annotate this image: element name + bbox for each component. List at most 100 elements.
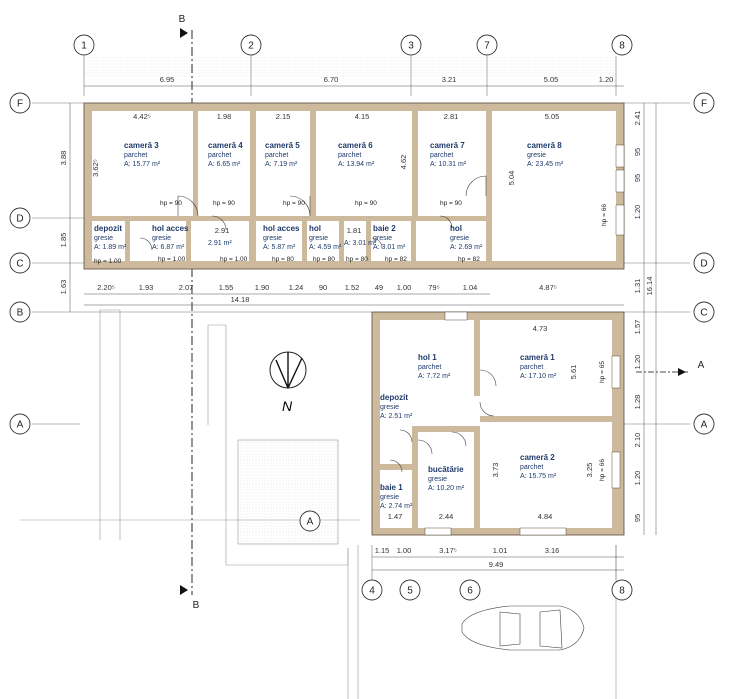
room-hp: hp = 66	[601, 204, 608, 226]
axis-bottom-8-circle	[611, 579, 633, 601]
dim-inner: 2.44	[439, 512, 454, 521]
room-finish: gresie	[309, 235, 328, 242]
yard-dotted-area	[237, 439, 339, 545]
room-area: A: 3.01 m²	[373, 244, 406, 251]
lower-building	[371, 311, 625, 536]
dim-right: 95	[633, 148, 642, 156]
room-finish: parchet	[338, 152, 361, 159]
dim-bottom: 1.01	[493, 546, 508, 555]
axis-right-F: F	[701, 99, 707, 110]
room-hp: hp = 1.00	[220, 256, 248, 263]
dim-middle: 1.93	[139, 283, 154, 292]
room-name: cameră 2	[520, 453, 555, 462]
room-finish: parchet	[418, 364, 441, 371]
section-arrow-bottom	[180, 585, 188, 595]
room-finish: gresie	[152, 235, 171, 242]
dim-bottom: 3.17⁵	[439, 546, 457, 555]
dim-bottom: 1.15	[375, 546, 390, 555]
room-name: hol	[450, 224, 462, 233]
dim-right: 2.10	[633, 433, 642, 448]
dim-top: 6.70	[324, 75, 339, 84]
room-finish: gresie	[380, 494, 399, 501]
upper-building	[83, 102, 625, 270]
room-area: A: 13.94 m²	[338, 161, 375, 168]
axis-lines	[32, 56, 690, 580]
axis-bottom-5-circle	[399, 579, 421, 601]
axis-left-C-circle	[9, 252, 31, 274]
room-area: A: 3.01 m²	[344, 240, 377, 247]
axis-right-C-circle	[693, 301, 715, 323]
axis-bottom-8: 8	[619, 586, 625, 597]
top-hatch-strip	[84, 56, 616, 78]
room-hp: hp = 90	[440, 200, 462, 207]
site-outline	[99, 309, 121, 540]
room-area: A: 1.89 m²	[94, 244, 127, 251]
axis-inner-a: A	[307, 517, 314, 528]
room-name: hol acces	[152, 224, 189, 233]
dim-inner: 3.25	[585, 463, 594, 478]
room-name: baie 1	[380, 483, 403, 492]
room-finish: parchet	[430, 152, 453, 159]
doors-lower	[389, 369, 497, 473]
room-finish: parchet	[265, 152, 288, 159]
dim-right: 1.20	[633, 205, 642, 220]
axis-top-3-circle	[400, 34, 422, 56]
room-name: cameră 8	[527, 141, 562, 150]
dim-middle: 1.24	[289, 283, 304, 292]
axis-inner-a-circle	[299, 510, 321, 532]
room-finish: parchet	[520, 364, 543, 371]
room-hp: hp = 82	[385, 256, 407, 263]
room-area: 2.91 m²	[208, 240, 232, 247]
room-area: A: 5.87 m²	[263, 244, 296, 251]
dim-bottom: 3.16	[545, 546, 560, 555]
dim-middle: 1.55	[219, 283, 234, 292]
room-finish: gresie	[450, 235, 469, 242]
axis-top-2-circle	[240, 34, 262, 56]
car-outline	[461, 605, 585, 651]
axis-bottom-4-circle	[361, 579, 383, 601]
axis-top-7: 7	[484, 41, 490, 52]
axis-top-8: 8	[619, 41, 625, 52]
room-area: A: 15.77 m²	[124, 161, 161, 168]
dim-right: 1.20	[633, 471, 642, 486]
dim-top: 3.21	[442, 75, 457, 84]
room-name: cameră 3	[124, 141, 159, 150]
axis-right-D: D	[700, 259, 707, 270]
room-hp: hp = 90	[160, 200, 182, 207]
dim-room-width: 2.15	[276, 112, 291, 121]
dim-middle: 2.20⁵	[97, 283, 115, 292]
dim-right: 1.20	[633, 355, 642, 370]
dim-right: 1.31	[633, 279, 642, 294]
dim-left: 1.63	[59, 280, 68, 295]
section-label-bottom: B	[193, 600, 200, 611]
dim-right: 16.14	[645, 277, 654, 296]
room-area: A: 10.31 m²	[430, 161, 467, 168]
room-finish: parchet	[520, 464, 543, 471]
dim-bottom: 1.00	[397, 546, 412, 555]
axis-left-B-circle	[9, 301, 31, 323]
room-area: A: 17.10 m²	[520, 373, 557, 380]
room-finish: parchet	[208, 152, 231, 159]
room-hp: hp = 1.00	[158, 256, 186, 263]
section-label-side: A	[698, 360, 705, 371]
room-name: cameră 5	[265, 141, 300, 150]
axis-bottom-6: 6	[467, 586, 473, 597]
axis-top-1: 1	[81, 41, 87, 52]
north-symbol	[269, 351, 307, 389]
axis-bottom-6-circle	[459, 579, 481, 601]
axis-top-7-circle	[476, 34, 498, 56]
room-hp: hp = 80	[313, 256, 335, 263]
room-finish: gresie	[428, 476, 447, 483]
room-finish: gresie	[94, 235, 113, 242]
dim-inner: 1.47	[388, 512, 403, 521]
axis-left-F-circle	[9, 92, 31, 114]
axis-bottom-5: 5	[407, 586, 413, 597]
axis-top-2: 2	[248, 41, 254, 52]
room-hp: hp = 65	[599, 361, 606, 383]
dim-middle: 4.87⁵	[539, 283, 557, 292]
room-hp: hp = 90	[213, 200, 235, 207]
room-name: depozit	[380, 393, 408, 402]
dim-inner: 5.04	[507, 171, 516, 186]
room-name: bucătărie	[428, 465, 464, 474]
room-hp: hp = 80	[272, 256, 294, 263]
